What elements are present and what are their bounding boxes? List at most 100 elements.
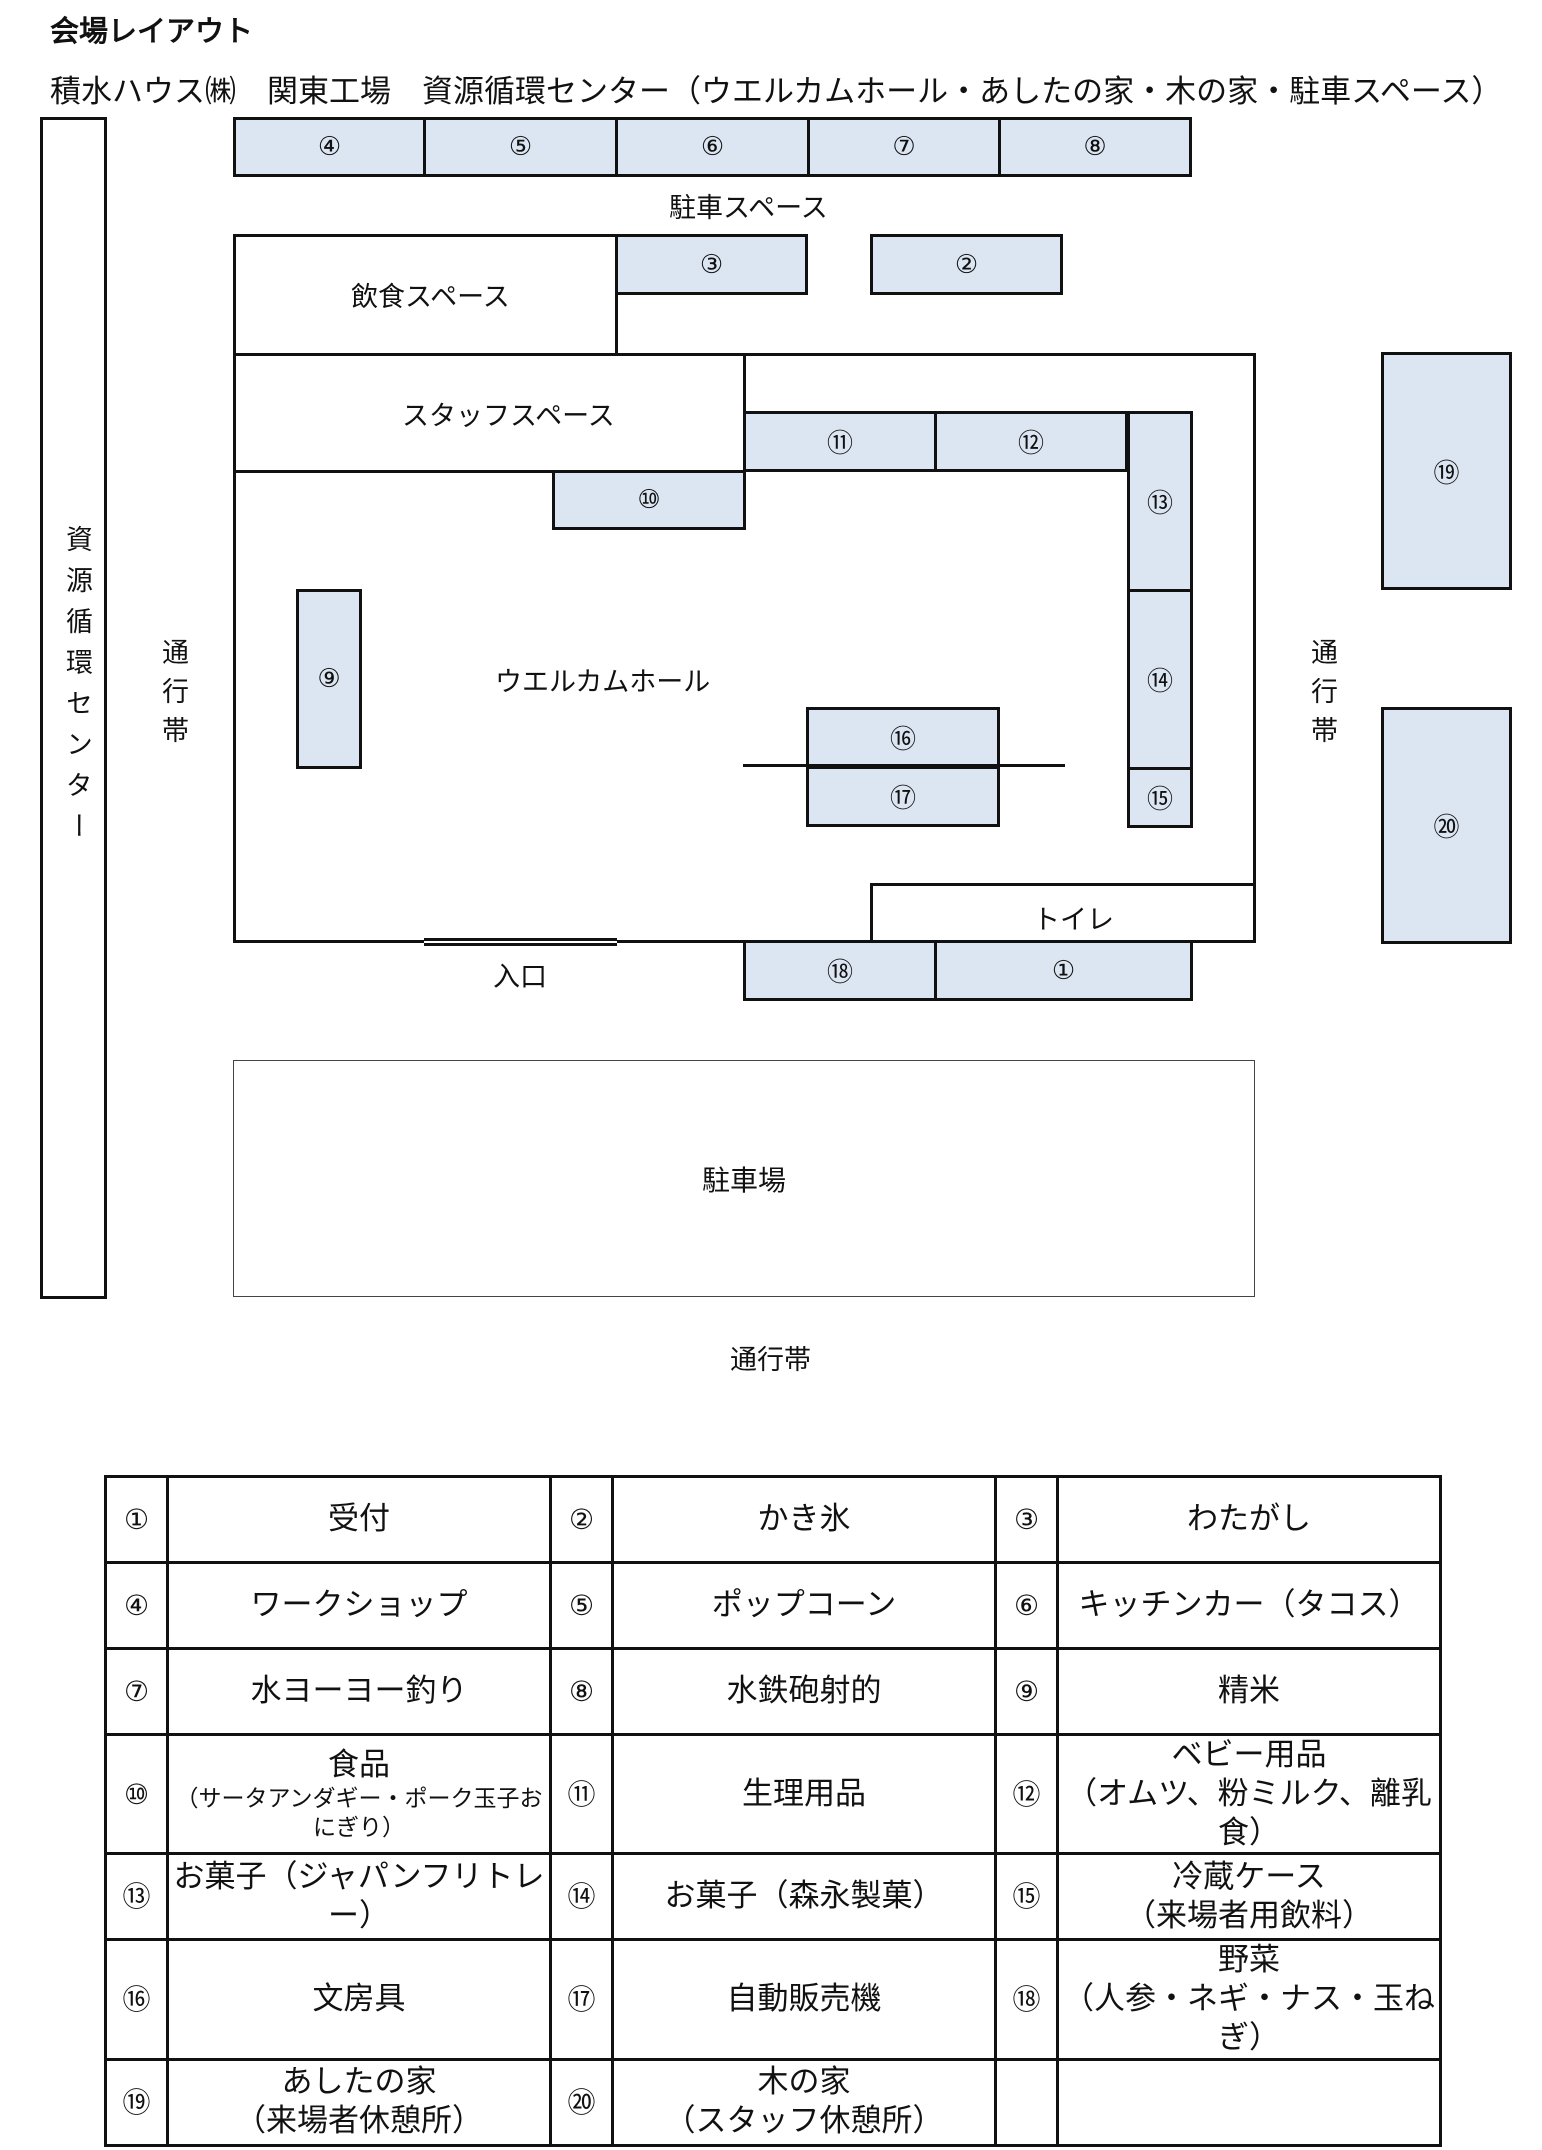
legend-item-name: 水ヨーヨー釣り (250, 1673, 468, 1710)
resource-center-building: 資源循環センター (40, 117, 107, 1299)
legend-number: ② (549, 1475, 614, 1564)
staff-space: スタッフスペース (233, 353, 746, 473)
legend-item-detail: （サータアンダギー・ポーク玉子おにぎり） (175, 1785, 543, 1841)
booth-8: ⑧ (998, 117, 1192, 177)
legend-number: ⑯ (104, 1938, 169, 2061)
legend-item-detail: （オムツ、粉ミルク、離乳食） (1066, 1775, 1432, 1851)
booth-3: ③ (615, 234, 808, 295)
legend-item-name: お菓子（森永製菓） (664, 1878, 944, 1915)
parking-space-label: 駐車スペース (669, 193, 828, 224)
booth-12: ⑫ (934, 411, 1128, 472)
legend-number: ③ (994, 1475, 1059, 1564)
page-title: 会場レイアウト (50, 14, 254, 48)
legend-item: 水ヨーヨー釣り (166, 1647, 552, 1736)
legend-number: ⑨ (994, 1647, 1059, 1736)
legend-item: 精米 (1056, 1647, 1442, 1736)
legend-item: お菓子（ジャパンフリトレー） (166, 1852, 552, 1942)
legend-number: ⑦ (104, 1647, 169, 1736)
legend-row: ⑦ 水ヨーヨー釣り ⑧ 水鉄砲射的 ⑨ 精米 (104, 1647, 1442, 1736)
legend-item-name: 木の家 (757, 2064, 851, 2101)
booth-20: ⑳ (1381, 707, 1512, 944)
entrance-door (424, 938, 617, 946)
legend-item: お菓子（森永製菓） (611, 1852, 997, 1942)
legend-number: ⑳ (549, 2057, 614, 2147)
booth-18: ⑱ (743, 940, 937, 1001)
legend-item: 水鉄砲射的 (611, 1647, 997, 1736)
legend-number: ⑰ (549, 1938, 614, 2061)
parking-lot-label: 駐車場 (701, 1163, 786, 1197)
legend-number (994, 2057, 1059, 2147)
legend-number: ⑬ (104, 1852, 169, 1942)
booth-11: ⑪ (743, 411, 937, 472)
legend-item-name: 野菜 (1218, 1942, 1280, 1979)
legend-item-name: 食品 (328, 1747, 390, 1783)
staff-space-label: スタッフスペース (402, 401, 615, 432)
welcome-hall-label: ウエルカムホール (495, 667, 711, 698)
venue-subtitle: 積水ハウス㈱ 関東工場 資源循環センター（ウエルカムホール・あしたの家・木の家・… (50, 74, 1503, 110)
legend-item-detail: （来場者用飲料） (1125, 1897, 1373, 1934)
booth-7: ⑦ (807, 117, 1001, 177)
walkway-right-text: 通行帯 (1306, 638, 1337, 755)
legend-item: キッチンカー（タコス） (1056, 1561, 1442, 1650)
legend-item-name: かき氷 (757, 1501, 851, 1538)
legend-number: ⑧ (549, 1647, 614, 1736)
legend-number: ④ (104, 1561, 169, 1650)
resource-center-label: 資源循環センター (53, 525, 93, 868)
booth-5: ⑤ (423, 117, 618, 177)
legend-item-detail: （スタッフ休憩所） (664, 2103, 944, 2139)
dining-space: 飲食スペース (233, 234, 618, 356)
legend-item-detail: （来場者休憩所） (235, 2103, 483, 2139)
legend-item-name: ワークショップ (250, 1587, 468, 1624)
booth-10: ⑩ (552, 470, 746, 530)
legend-number: ⑱ (994, 1938, 1059, 2061)
legend-item-name: 冷蔵ケース (1172, 1859, 1326, 1895)
booth-4: ④ (233, 117, 426, 177)
legend-item: 自動販売機 (611, 1938, 997, 2061)
legend-item: ワークショップ (166, 1561, 552, 1650)
legend-item: あしたの家（来場者休憩所） (166, 2057, 552, 2147)
legend-item: 冷蔵ケース（来場者用飲料） (1056, 1852, 1442, 1942)
toilet: トイレ (870, 883, 1256, 943)
booth-1: ① (934, 940, 1193, 1001)
legend-number: ⑲ (104, 2057, 169, 2147)
legend-item: わたがし (1056, 1475, 1442, 1564)
legend-number: ⑤ (549, 1561, 614, 1650)
legend-number: ① (104, 1475, 169, 1564)
legend-item: 野菜（人参・ネギ・ナス・玉ねぎ） (1056, 1938, 1442, 2061)
booth-19: ⑲ (1381, 352, 1512, 590)
legend-number: ⑪ (549, 1732, 614, 1856)
legend-item-detail: （人参・ネギ・ナス・玉ねぎ） (1063, 1981, 1435, 2056)
legend-item: ポップコーン (611, 1561, 997, 1650)
legend-number: ⑭ (549, 1852, 614, 1942)
legend-number: ⑮ (994, 1852, 1059, 1942)
booth-6: ⑥ (615, 117, 810, 177)
legend-item-name: 受付 (328, 1501, 390, 1538)
booth-9: ⑨ (296, 589, 362, 769)
legend-item-name: 文房具 (312, 1981, 406, 2017)
toilet-label: トイレ (1033, 905, 1114, 936)
booth-17: ⑰ (806, 766, 1000, 827)
legend-item (1056, 2057, 1442, 2147)
legend-item: ベビー用品（オムツ、粉ミルク、離乳食） (1056, 1732, 1442, 1856)
legend-item-name: 生理用品 (742, 1775, 866, 1812)
booth-16: ⑯ (806, 707, 1000, 767)
entrance-label: 入口 (493, 962, 547, 993)
booth-2: ② (870, 234, 1063, 295)
walkway-left-text: 通行帯 (157, 638, 188, 755)
dining-space-label: 飲食スペース (351, 282, 510, 313)
legend-item: かき氷 (611, 1475, 997, 1564)
legend-item-name: お菓子（ジャパンフリトレー） (173, 1859, 545, 1934)
legend-item-name: 水鉄砲射的 (726, 1673, 882, 1710)
legend-item-name: ポップコーン (711, 1587, 897, 1624)
legend-item: 木の家（スタッフ休憩所） (611, 2057, 997, 2147)
legend-item: 受付 (166, 1475, 552, 1564)
legend-item-name: 精米 (1218, 1673, 1280, 1710)
legend-item-name: ベビー用品 (1171, 1737, 1327, 1773)
legend-number: ⑫ (994, 1732, 1059, 1856)
booth-13: ⑬ (1127, 411, 1193, 592)
legend-number: ⑥ (994, 1561, 1059, 1650)
